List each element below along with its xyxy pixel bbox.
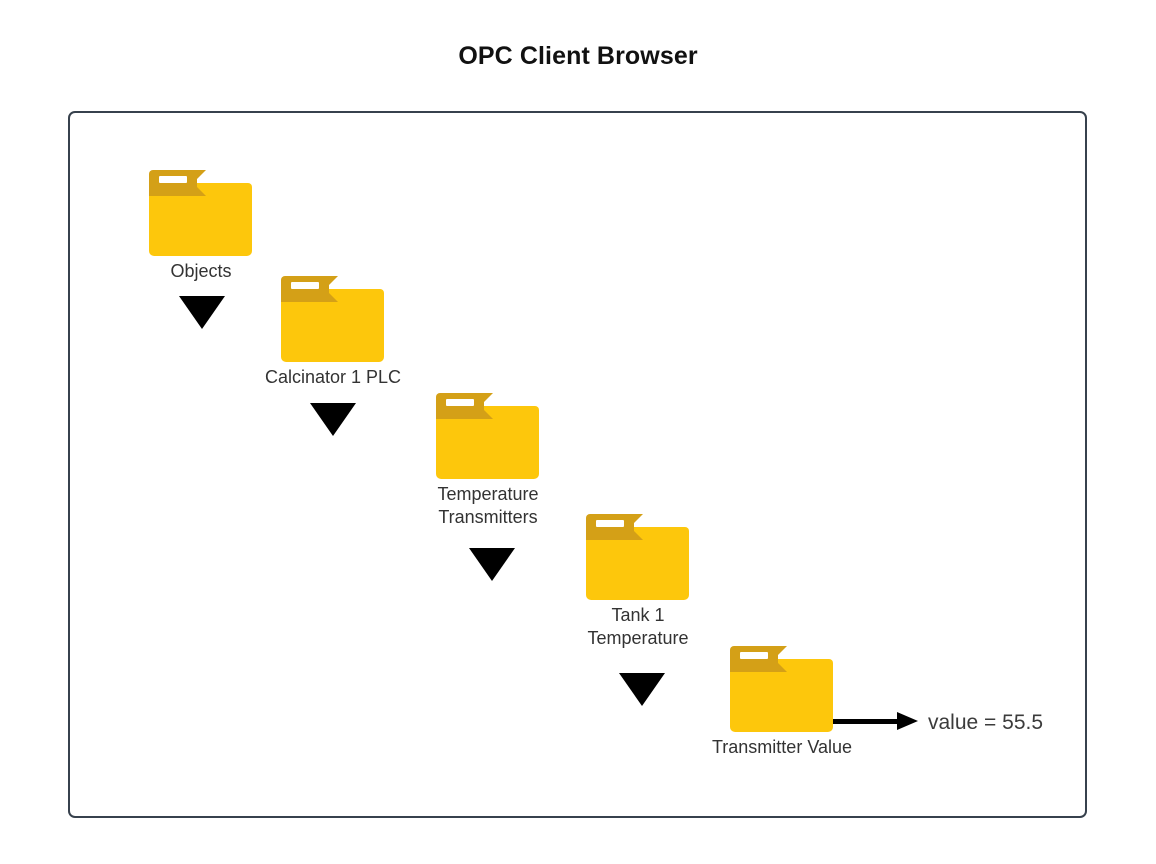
value-readout: value = 55.5 xyxy=(928,711,1044,734)
folder-icon xyxy=(149,170,252,256)
folder-tab-point xyxy=(630,514,643,540)
folder-slot xyxy=(446,399,474,406)
folder-icon xyxy=(730,646,833,732)
diagram-frame: Objects Calcinator 1 PLC Temperature Tra… xyxy=(68,111,1087,818)
tree-node-calcinator-1-plc[interactable]: Calcinator 1 PLC xyxy=(265,276,433,389)
arrow-right-head xyxy=(897,712,918,730)
arrow-right-shaft xyxy=(833,719,901,724)
folder-slot xyxy=(596,520,624,527)
tree-node-label: Temperature Transmitters xyxy=(437,484,539,527)
folder-slot xyxy=(291,282,319,289)
tree-node-label: Calcinator 1 PLC xyxy=(264,367,402,387)
tree-node-temperature-transmitters[interactable]: Temperature Transmitters xyxy=(436,393,588,529)
tree-node-objects[interactable]: Objects xyxy=(149,170,301,283)
folder-tab xyxy=(730,646,778,672)
arrow-down-icon xyxy=(619,673,665,706)
arrow-down-icon xyxy=(179,296,225,329)
tree-node-label: Transmitter Value xyxy=(711,737,853,757)
tree-node-tank-1-temperature[interactable]: Tank 1 Temperature xyxy=(586,514,738,650)
folder-tab xyxy=(586,514,634,540)
folder-tab-point xyxy=(193,170,206,196)
folder-tab-point xyxy=(774,646,787,672)
arrow-down-icon xyxy=(469,548,515,581)
folder-icon xyxy=(281,276,384,362)
arrow-down-icon xyxy=(310,403,356,436)
folder-tab xyxy=(149,170,197,196)
folder-slot xyxy=(740,652,768,659)
folder-icon xyxy=(436,393,539,479)
folder-tab-point xyxy=(325,276,338,302)
tree-node-label: Objects xyxy=(170,261,232,281)
folder-tab-point xyxy=(480,393,493,419)
page-title: OPC Client Browser xyxy=(458,42,698,70)
folder-tab xyxy=(436,393,484,419)
folder-tab xyxy=(281,276,329,302)
folder-icon xyxy=(586,514,689,600)
tree-node-label: Tank 1 Temperature xyxy=(587,605,689,648)
arrow-right-icon xyxy=(833,712,918,730)
tree-node-transmitter-value[interactable]: Transmitter Value xyxy=(712,646,882,759)
folder-slot xyxy=(159,176,187,183)
